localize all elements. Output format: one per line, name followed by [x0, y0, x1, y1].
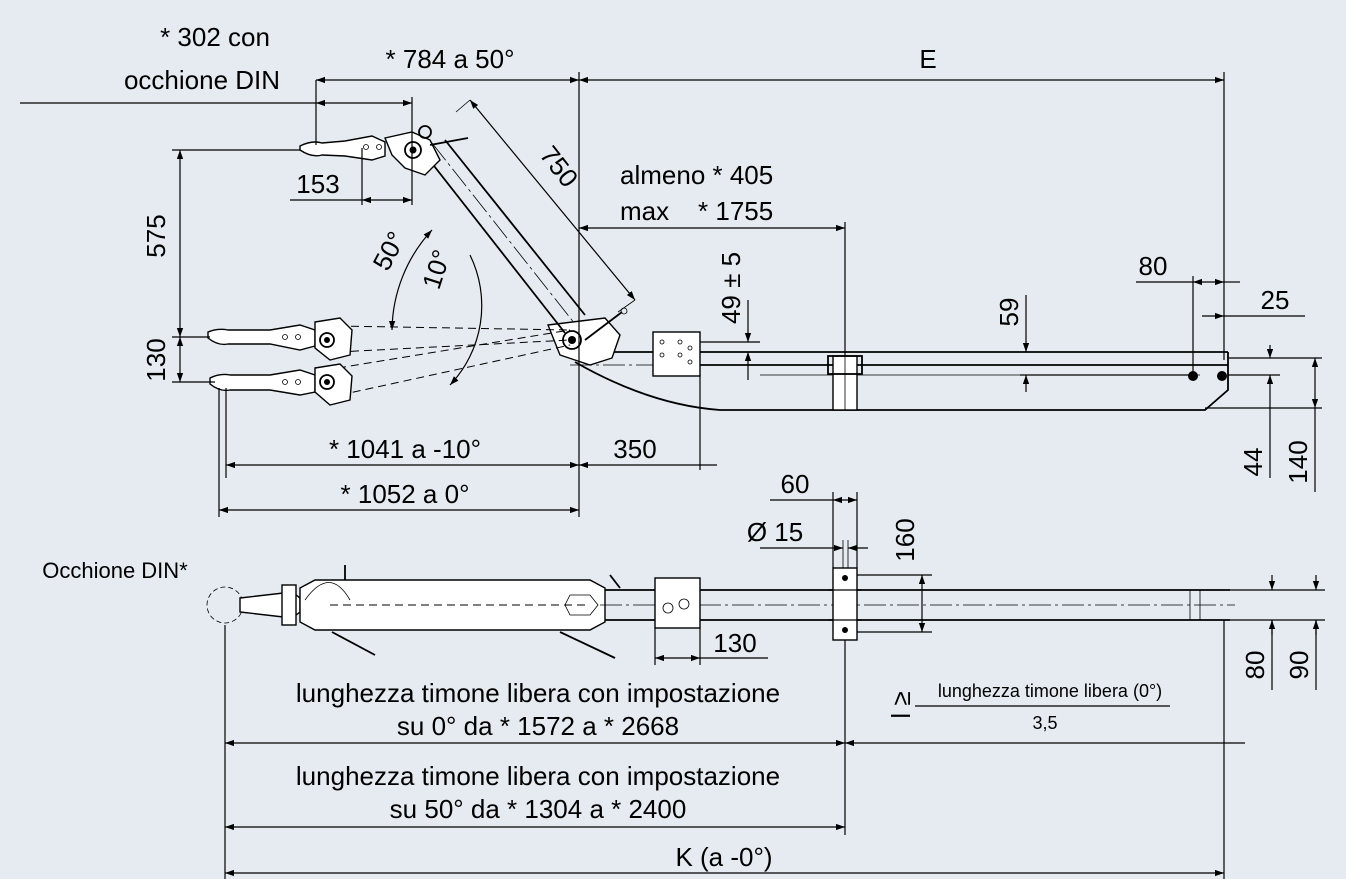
drawbar-plan-view — [206, 565, 1235, 659]
label-59: 59 — [994, 298, 1024, 327]
label-angle-50: 50° — [367, 226, 412, 275]
label-130-left: 130 — [141, 338, 171, 381]
label-angle-10: 10° — [416, 246, 457, 293]
label-1041: * 1041 a -10° — [329, 434, 481, 464]
label-302-line1: * 302 con — [160, 22, 270, 52]
label-49: 49 ± 5 — [716, 252, 746, 324]
label-350: 350 — [613, 434, 656, 464]
label-44: 44 — [1238, 448, 1268, 477]
label-750: 750 — [534, 140, 584, 193]
label-60: 60 — [781, 469, 810, 499]
label-140: 140 — [1283, 440, 1313, 483]
label-80-top: 80 — [1139, 251, 1168, 281]
label-formula-denominator: 3,5 — [1032, 713, 1057, 733]
label-575: 575 — [141, 214, 171, 257]
label-almeno: almeno * 405 — [620, 160, 773, 190]
top-dimensions — [20, 72, 1322, 517]
label-occhione: Occhione DIN* — [42, 558, 188, 583]
label-formula-numerator: lunghezza timone libera (0°) — [938, 681, 1162, 701]
label-max: max * 1755 — [620, 196, 773, 226]
label-80-bottom: 80 — [1240, 651, 1270, 680]
drawbar-side-view — [570, 331, 1230, 411]
label-E: E — [919, 44, 936, 74]
bottom-dimensions — [224, 492, 1325, 879]
label-25: 25 — [1261, 285, 1290, 315]
label-free-length-0-line1: lunghezza timone libera con impostazione — [296, 678, 780, 708]
label-130-bottom: 130 — [713, 628, 756, 658]
label-dia-15: Ø 15 — [747, 517, 803, 547]
arm-lower-positions — [207, 317, 571, 406]
label-153: 153 — [296, 169, 339, 199]
label-K: K (a -0°) — [675, 842, 772, 872]
label-free-length-0-line2: su 0° da * 1572 a * 2668 — [397, 711, 679, 741]
label-free-length-50-line2: su 50° da * 1304 a * 2400 — [390, 794, 687, 824]
pivot-head — [547, 307, 628, 366]
label-784: * 784 a 50° — [386, 44, 515, 74]
label-160: 160 — [890, 518, 920, 561]
label-90: 90 — [1284, 651, 1314, 680]
label-1052: * 1052 a 0° — [341, 479, 470, 509]
label-formula-prefix: l ≥ — [886, 691, 916, 718]
label-free-length-50-line1: lunghezza timone libera con impostazione — [296, 761, 780, 791]
label-302-line2: occhione DIN — [124, 65, 280, 95]
